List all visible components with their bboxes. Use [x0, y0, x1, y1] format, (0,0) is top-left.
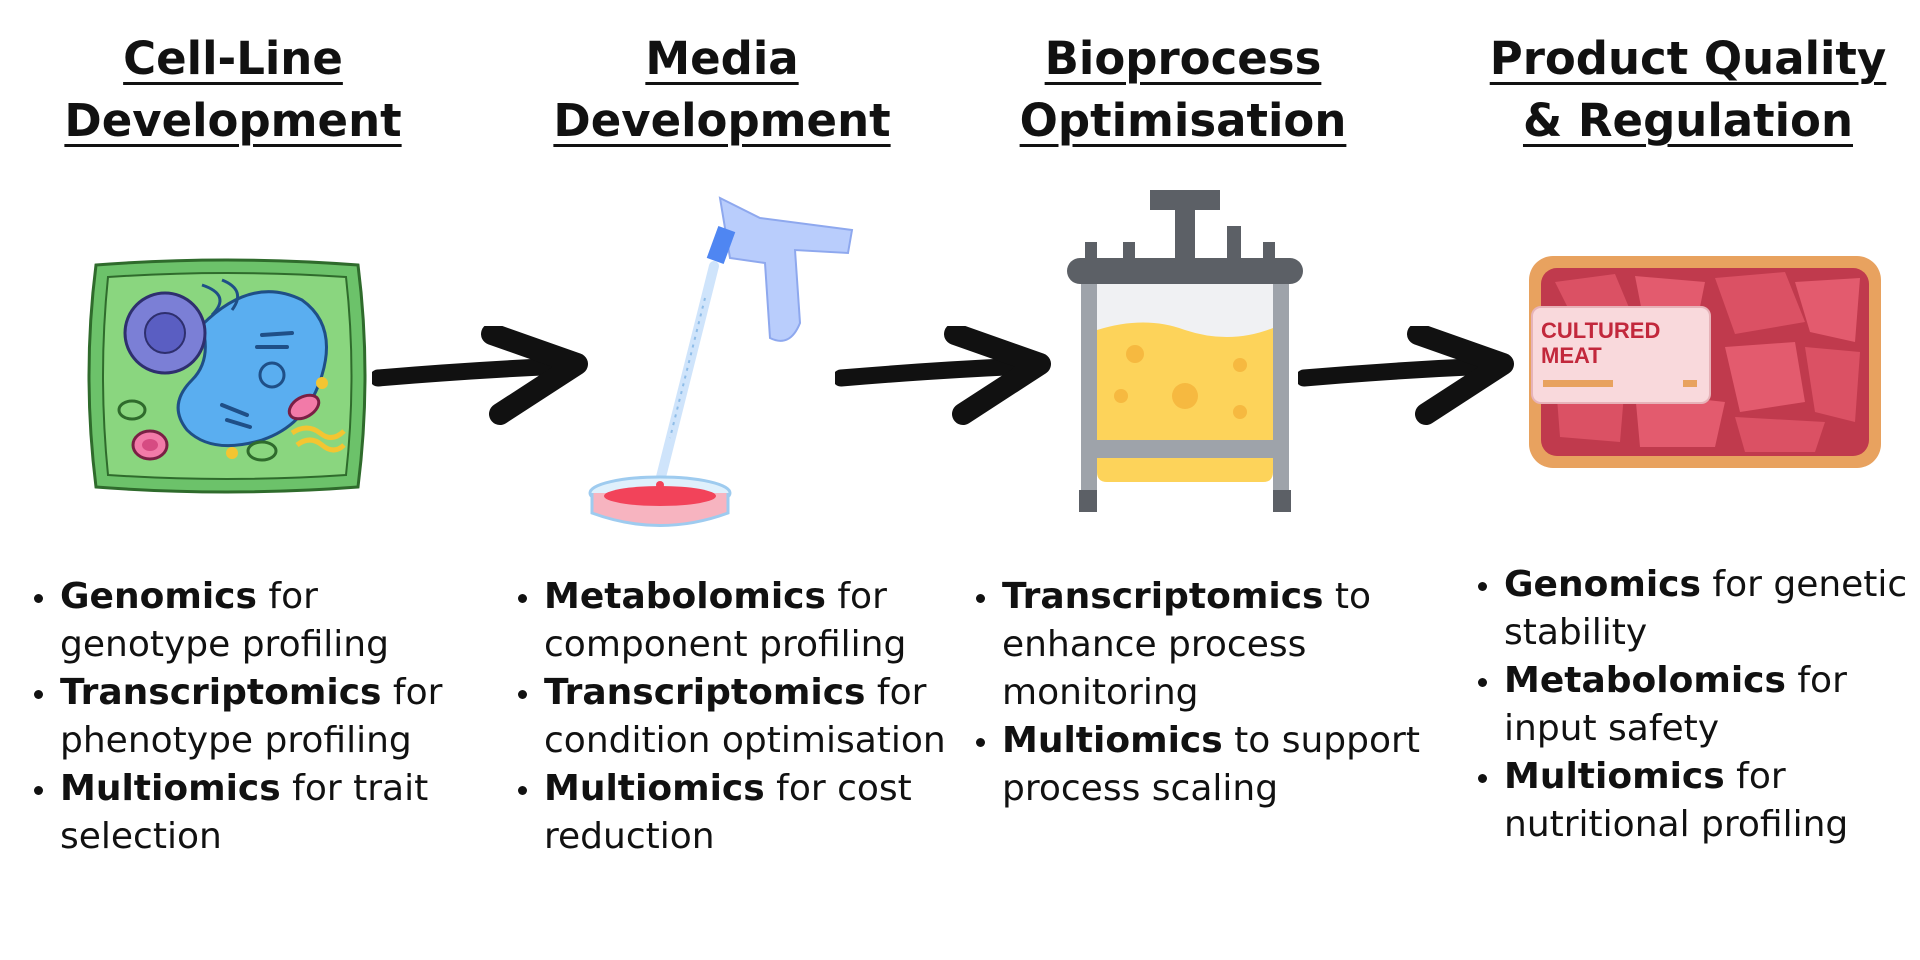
bullet-text: for phenotype profiling — [60, 672, 443, 761]
plant-cell-icon — [87, 258, 367, 494]
bullet-keyword: Transcriptomics — [60, 672, 382, 713]
pipette-petri-dish-icon — [588, 196, 854, 527]
bioreactor-icon — [1067, 190, 1303, 512]
list-item: Multiomics for nutritional profiling — [1478, 753, 1920, 849]
label-bar — [1683, 380, 1697, 387]
bullet-text: for component profiling — [544, 576, 907, 665]
stage-bullets-cell-line: Genomics for genotype profiling Transcri… — [30, 573, 490, 861]
list-item: Metabolomics for input safety — [1478, 657, 1920, 753]
title-line: Development — [64, 94, 402, 147]
title-line: Development — [553, 94, 891, 147]
label-text: MEAT — [1541, 343, 1602, 368]
label-bar — [1543, 380, 1613, 387]
bullet-keyword: Multiomics — [1504, 756, 1725, 797]
stage-bullets-media: Metabolomics for component profiling Tra… — [514, 573, 1014, 861]
bullet-text: for cost reduction — [544, 768, 912, 857]
title-line: Product Quality — [1489, 32, 1887, 85]
bullet-text: for input safety — [1504, 660, 1847, 749]
list-item: Transcriptomics for condition optimisati… — [518, 669, 1014, 765]
bullet-keyword: Genomics — [1504, 564, 1701, 605]
list-item: Multiomics for trait selection — [34, 765, 490, 861]
stage-bullets-product-quality: Genomics for genetic stability Metabolom… — [1474, 561, 1920, 849]
label-text: CULTURED — [1541, 318, 1661, 343]
bullet-keyword: Metabolomics — [544, 576, 826, 617]
bullet-keyword: Multiomics — [60, 768, 281, 809]
stage-bullets-bioprocess: Transcriptomics to enhance process monit… — [972, 573, 1462, 813]
right-arrow-icon — [835, 326, 1051, 425]
bullet-keyword: Transcriptomics — [1002, 576, 1324, 617]
list-item: Multiomics to support process scaling — [976, 717, 1462, 813]
bullet-text: for genotype profiling — [60, 576, 389, 665]
bullet-keyword: Metabolomics — [1504, 660, 1786, 701]
bullet-keyword: Transcriptomics — [544, 672, 866, 713]
title-line: & Regulation — [1522, 94, 1853, 147]
bullet-keyword: Multiomics — [1002, 720, 1223, 761]
list-item: Metabolomics for component profiling — [518, 573, 1014, 669]
packaged-meat-icon: CULTURED MEAT — [1525, 252, 1885, 472]
list-item: Transcriptomics to enhance process monit… — [976, 573, 1462, 717]
right-arrow-icon — [372, 326, 588, 425]
bullet-text: to enhance process monitoring — [1002, 576, 1372, 713]
title-line: Optimisation — [1019, 94, 1347, 147]
list-item: Transcriptomics for phenotype profiling — [34, 669, 490, 765]
list-item: Genomics for genotype profiling — [34, 573, 490, 669]
right-arrow-icon — [1298, 326, 1514, 425]
title-line: Media — [645, 32, 799, 85]
list-item: Multiomics for cost reduction — [518, 765, 1014, 861]
bullet-text: to support process scaling — [1002, 720, 1420, 809]
title-line: Cell-Line — [123, 32, 343, 85]
bullet-text: for condition optimisation — [544, 672, 946, 761]
bullet-keyword: Genomics — [60, 576, 257, 617]
bullet-text: for nutritional profiling — [1504, 756, 1849, 845]
list-item: Genomics for genetic stability — [1478, 561, 1920, 657]
product-label: CULTURED MEAT — [1531, 306, 1711, 404]
stage-title-product-quality: Product Quality & Regulation — [1468, 28, 1908, 152]
bullet-text: for genetic stability — [1504, 564, 1908, 653]
title-line: Bioprocess — [1044, 32, 1322, 85]
bullet-text: for trait selection — [60, 768, 429, 857]
bullet-keyword: Multiomics — [544, 768, 765, 809]
